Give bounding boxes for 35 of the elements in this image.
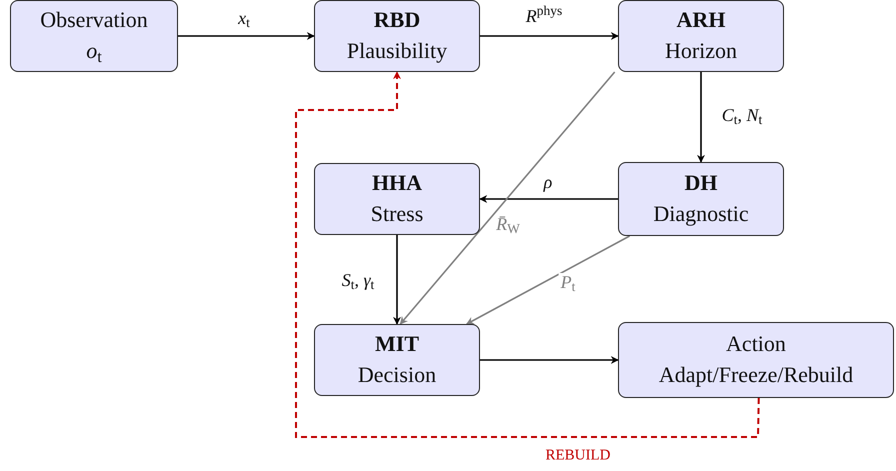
process-box: [618, 0, 784, 72]
box-subtitle: Diagnostic: [653, 200, 749, 228]
process-box: [10, 0, 178, 72]
edge-label: R$^{phys}$: [524, 7, 564, 25]
box-title: Observation: [40, 6, 148, 34]
edge-label: S$_{t}$, γ$_{t}$: [340, 271, 376, 289]
arrow: [393, 235, 401, 325]
arrow: [466, 235, 630, 325]
box-subtitle: Stress: [370, 200, 424, 228]
arrow: [479, 195, 618, 203]
box-title: HHA: [372, 169, 422, 198]
box-title: DH: [684, 169, 718, 198]
arrow: [400, 71, 616, 325]
box-title: MIT: [375, 330, 419, 358]
box-subtitle: Horizon: [664, 37, 738, 65]
box-title: RBD: [374, 6, 420, 34]
process-box: [314, 324, 480, 396]
box-title: Action: [726, 330, 786, 358]
arrow: [697, 72, 705, 163]
box-title: ARH: [676, 6, 726, 34]
edge-label: C$_{t}$, N$_{t}$: [720, 106, 764, 124]
box-subtitle: o$_{t}$: [86, 37, 102, 67]
arrow: [480, 356, 619, 364]
process-box: [314, 163, 480, 235]
arrow: [480, 32, 619, 40]
edge-label: P$_{t}$: [558, 273, 578, 291]
process-box: [618, 162, 784, 236]
process-box: [314, 0, 480, 72]
process-box: [618, 322, 894, 398]
box-subtitle: Adapt/Freeze/Rebuild: [658, 361, 854, 389]
dashed-arrow: [295, 71, 760, 438]
box-subtitle: Decision: [358, 361, 436, 389]
box-subtitle: Plausibility: [346, 37, 448, 65]
edge-label: R̄$_{W}$: [494, 215, 522, 233]
arrow: [178, 32, 315, 40]
